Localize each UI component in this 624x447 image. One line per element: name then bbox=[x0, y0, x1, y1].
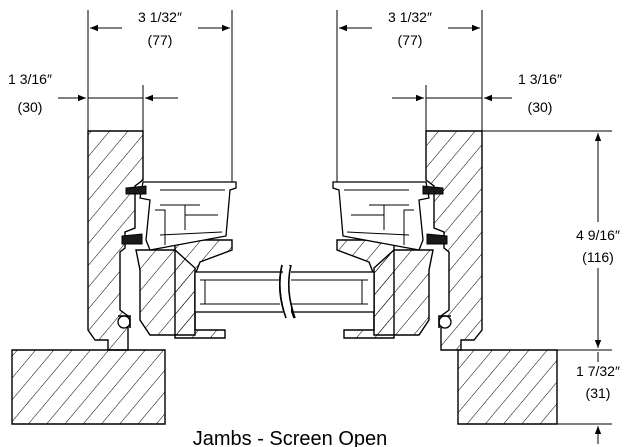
right-weatherstrip bbox=[438, 315, 452, 329]
right-offset-in: 1 3/16″ bbox=[518, 71, 562, 87]
left-width-in: 3 1/32″ bbox=[138, 9, 182, 25]
screen-rail bbox=[194, 264, 375, 319]
right-sill bbox=[457, 349, 558, 425]
left-offset-mm: (30) bbox=[18, 99, 43, 115]
right-clip-lower bbox=[426, 233, 448, 245]
height-in: 4 9/16″ bbox=[576, 227, 620, 243]
right-jamb-wood bbox=[425, 130, 483, 351]
right-clip-upper bbox=[422, 185, 444, 195]
left-extrusion bbox=[139, 181, 237, 251]
left-jamb-wood bbox=[87, 130, 144, 351]
left-clip-lower bbox=[121, 233, 143, 245]
dim-sill: 1 7/32″ (31) bbox=[557, 352, 620, 444]
right-extrusion bbox=[332, 181, 430, 251]
sill-mm: (31) bbox=[586, 385, 611, 401]
drawing-caption: Jambs - Screen Open bbox=[193, 428, 388, 447]
left-sill bbox=[11, 349, 166, 425]
right-offset-mm: (30) bbox=[528, 99, 553, 115]
dim-height: 4 9/16″ (116) bbox=[482, 130, 620, 351]
right-width-mm: (77) bbox=[398, 32, 423, 48]
dim-right-width: 3 1/32″ (77) bbox=[336, 8, 483, 182]
left-weatherstrip bbox=[117, 315, 131, 329]
left-offset-in: 1 3/16″ bbox=[8, 71, 52, 87]
left-clip-upper bbox=[125, 185, 147, 195]
height-mm: (116) bbox=[582, 249, 614, 265]
dim-right-offset: 1 3/16″ (30) bbox=[392, 71, 562, 131]
dim-left-width: 3 1/32″ (77) bbox=[87, 8, 233, 182]
left-width-mm: (77) bbox=[148, 32, 173, 48]
sill-in: 1 7/32″ bbox=[576, 363, 620, 379]
right-jamb bbox=[332, 130, 558, 425]
left-jamb bbox=[11, 130, 237, 425]
right-width-in: 3 1/32″ bbox=[388, 9, 432, 25]
dim-left-offset: 1 3/16″ (30) bbox=[8, 71, 178, 131]
